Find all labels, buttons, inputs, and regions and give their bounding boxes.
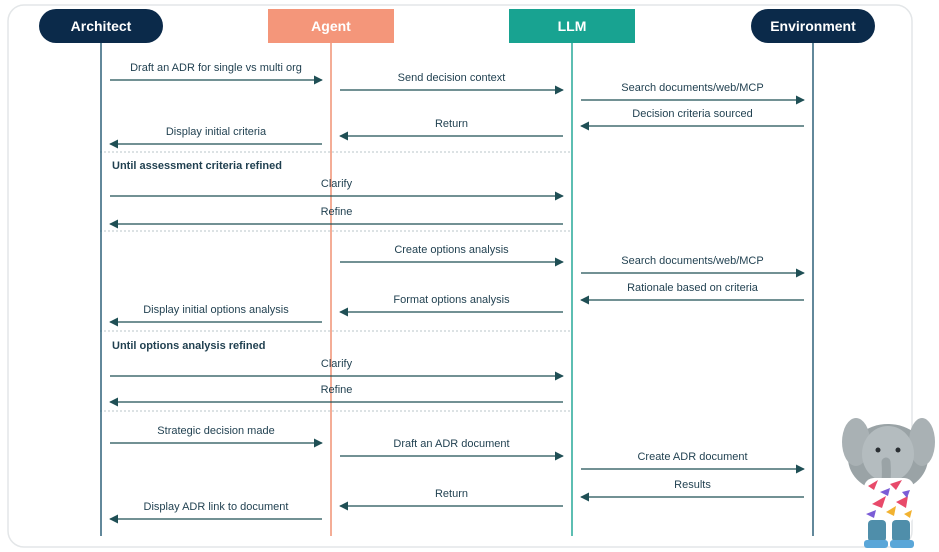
message: Search documents/web/MCP <box>581 255 805 278</box>
message: Create ADR document <box>581 451 805 474</box>
message-label: Results <box>674 479 711 491</box>
message-label: Draft an ADR document <box>393 438 509 450</box>
actor-box <box>39 9 163 43</box>
message: Create options analysis <box>340 244 564 267</box>
message-label: Clarify <box>321 178 353 190</box>
message: Strategic decision made <box>110 425 323 448</box>
actor-label: Architect <box>71 18 132 34</box>
message: Send decision context <box>340 72 564 95</box>
message-label: Decision criteria sourced <box>632 108 752 120</box>
message: Refine <box>109 384 563 407</box>
message: Return <box>339 118 563 141</box>
message-label: Create options analysis <box>394 244 509 256</box>
message-label: Search documents/web/MCP <box>621 82 763 94</box>
message-label: Return <box>435 118 468 130</box>
message: Display initial criteria <box>109 126 322 149</box>
message-label: Refine <box>321 384 353 396</box>
loop-section-title: Until assessment criteria refined <box>112 160 282 172</box>
message-label: Send decision context <box>398 72 506 84</box>
actor-box <box>268 9 394 43</box>
actor-label: Agent <box>311 18 351 34</box>
actor-box <box>509 9 635 43</box>
message: Format options analysis <box>339 294 563 317</box>
elephant-mascot <box>842 418 935 548</box>
message-label: Create ADR document <box>637 451 747 463</box>
message: Draft an ADR document <box>340 438 564 461</box>
message: Refine <box>109 206 563 229</box>
message-label: Display ADR link to document <box>144 501 289 513</box>
actor-llm: LLM <box>509 9 635 43</box>
diagram-card <box>7 4 913 548</box>
message-label: Display initial criteria <box>166 126 267 138</box>
actor-agent: Agent <box>268 9 394 43</box>
message: Draft an ADR for single vs multi org <box>110 62 323 85</box>
actor-label: LLM <box>558 18 587 34</box>
message-label: Return <box>435 488 468 500</box>
message-label: Draft an ADR for single vs multi org <box>130 62 302 74</box>
message-label: Rationale based on criteria <box>627 282 759 294</box>
message-label: Clarify <box>321 358 353 370</box>
message-label: Search documents/web/MCP <box>621 255 763 267</box>
actor-architect: Architect <box>39 9 163 43</box>
message: Display ADR link to document <box>109 501 322 524</box>
message: Clarify <box>110 178 564 201</box>
message: Decision criteria sourced <box>580 108 804 131</box>
message: Rationale based on criteria <box>580 282 804 305</box>
message: Clarify <box>110 358 564 381</box>
message-label: Strategic decision made <box>157 425 274 437</box>
message: Return <box>339 488 563 511</box>
message: Results <box>580 479 804 502</box>
actor-box <box>751 9 875 43</box>
message: Display initial options analysis <box>109 304 322 327</box>
loop-section-title: Until options analysis refined <box>112 340 265 352</box>
actor-label: Environment <box>770 18 856 34</box>
message: Search documents/web/MCP <box>581 82 805 105</box>
message-label: Format options analysis <box>393 294 510 306</box>
actor-environment: Environment <box>751 9 875 43</box>
message-label: Refine <box>321 206 353 218</box>
message-label: Display initial options analysis <box>143 304 289 316</box>
